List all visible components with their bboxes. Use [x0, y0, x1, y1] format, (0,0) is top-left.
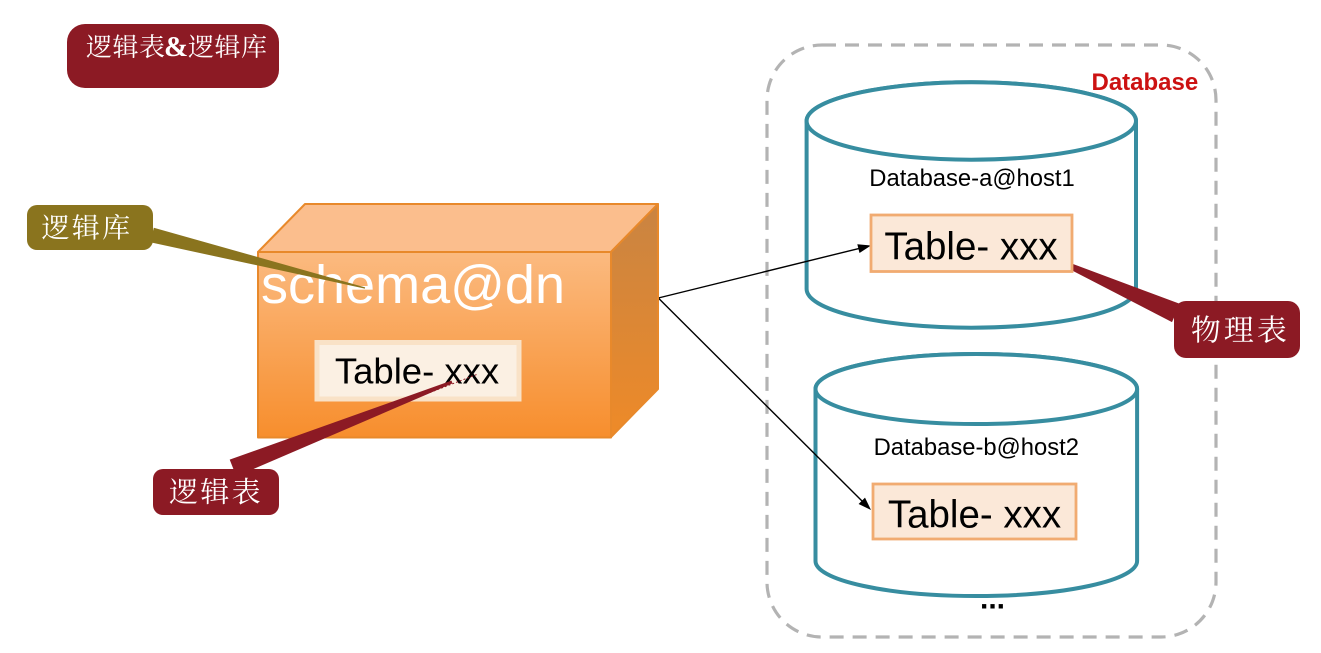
svg-text:Table- xxx: Table- xxx: [884, 226, 1057, 269]
svg-text:Database-b@host2: Database-b@host2: [874, 434, 1079, 461]
svg-text:Database: Database: [1092, 69, 1199, 96]
svg-text:&: &: [164, 31, 188, 63]
svg-text:Database-a@host1: Database-a@host1: [869, 165, 1074, 192]
svg-text:schema@dn: schema@dn: [261, 255, 565, 315]
svg-text:Table- xxx: Table- xxx: [888, 494, 1061, 537]
svg-text:...: ...: [980, 583, 1005, 616]
svg-text:Table- xxx: Table- xxx: [335, 350, 499, 391]
